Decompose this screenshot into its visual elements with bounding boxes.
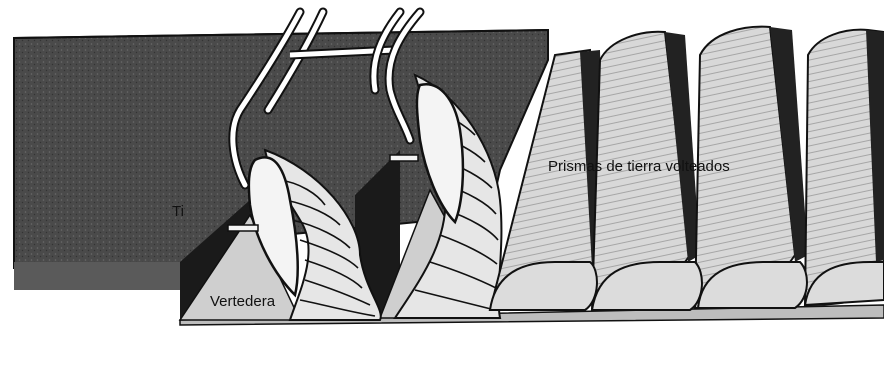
label-tierra-partial: Ti [172, 203, 184, 220]
label-prismas: Prismas de tierra volteados [548, 158, 730, 175]
label-vertedera: Vertedera [210, 293, 276, 310]
